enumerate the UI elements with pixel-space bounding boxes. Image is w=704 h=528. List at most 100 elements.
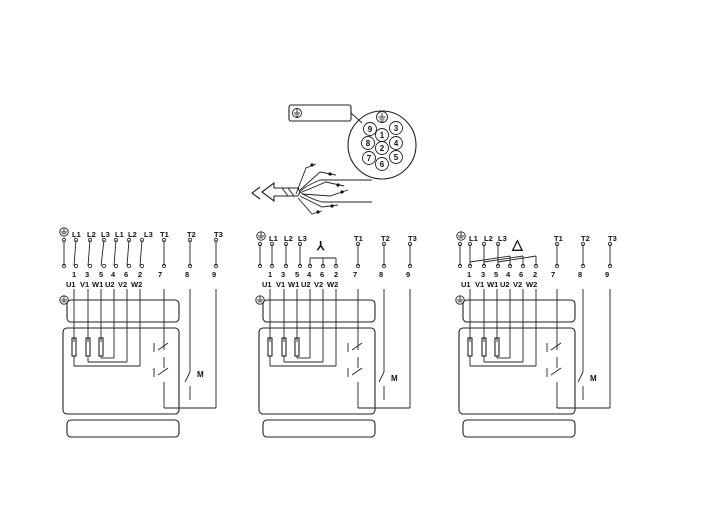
terminal-name-w2: W2	[131, 280, 142, 289]
terminal-name-u2: U2	[105, 280, 115, 289]
motor-base	[462, 419, 576, 438]
motor-label: M	[391, 374, 398, 383]
terminal-name-u2: U2	[500, 280, 510, 289]
thermal-contact	[157, 367, 169, 376]
supply-label-l3: L3	[498, 234, 507, 243]
supply-ground-icon	[256, 231, 266, 241]
terminal-number-9: 9	[605, 270, 609, 279]
thermal-contact	[157, 342, 169, 351]
terminal-name-v2: V2	[118, 280, 127, 289]
cut-direction-icon	[251, 186, 261, 200]
connector-ground-pin-icon	[376, 111, 388, 123]
motor-body	[458, 327, 576, 415]
motor-body	[258, 327, 376, 415]
diagram-c-delta: L1 L2 L3 △ T1 T2 T3 1 3 5 4 6 2 7 8 9 U1…	[455, 231, 617, 383]
supply-label-l1: L1	[269, 234, 278, 243]
supply-label-l2: L2	[284, 234, 293, 243]
connector-pin-label-7: 7	[367, 154, 372, 163]
supply-label-l2: L2	[484, 234, 493, 243]
delta-bridge	[483, 255, 524, 263]
terminal-name-v2: V2	[513, 280, 522, 289]
terminal-number-5: 5	[494, 270, 498, 279]
terminal-number-3: 3	[281, 270, 285, 279]
supply-label-l1: L1	[469, 234, 478, 243]
connector-pin-label-3: 3	[394, 124, 399, 133]
connector-pin-label-2: 2	[380, 144, 385, 153]
terminal-ground-icon	[59, 295, 69, 305]
motor-label: M	[197, 370, 204, 379]
terminal-dot	[101, 263, 107, 269]
thermal-label-t1: T1	[554, 234, 563, 243]
connector-pin-2	[375, 141, 389, 155]
terminal-name-w1: W1	[288, 280, 299, 289]
delta-bridge	[497, 255, 537, 263]
motor-base	[66, 419, 180, 438]
terminal-number-3: 3	[481, 270, 485, 279]
thermal-label-t3: T3	[608, 234, 617, 243]
terminal-name-v2: V2	[314, 280, 323, 289]
terminal-dot	[87, 263, 93, 269]
thermal-contact	[550, 367, 562, 376]
diagram-a: L1 L2 L3 L1 L2 L3 T1 T2 T3 1 3 5 4 6 2 7…	[59, 227, 223, 379]
terminal-dot	[139, 263, 145, 269]
cable-wire-ends	[295, 163, 349, 215]
terminal-number-9: 9	[406, 270, 410, 279]
thermal-label-t2: T2	[581, 234, 590, 243]
motor-base	[262, 419, 376, 438]
cable-illustration	[251, 163, 372, 215]
terminal-number-5: 5	[99, 270, 103, 279]
supply-wire	[87, 239, 91, 267]
thermal-contact	[351, 342, 363, 351]
terminal-cover	[262, 299, 376, 323]
supply-wire	[113, 239, 117, 267]
terminal-name-w2: W2	[526, 280, 537, 289]
terminal-dot	[126, 263, 132, 269]
thermal-label-t2: T2	[381, 234, 390, 243]
terminal-number-1: 1	[72, 270, 76, 279]
connector-pin-9	[363, 122, 377, 136]
tab-ground-icon	[292, 108, 302, 118]
terminal-name-v1: V1	[276, 280, 285, 289]
star-connection-symbol: ⅄	[316, 239, 325, 253]
connector-pin-8	[361, 136, 375, 150]
terminal-name-u1: U1	[461, 280, 471, 289]
terminal-number-9: 9	[212, 270, 216, 279]
thermal-label-t2: T2	[187, 230, 196, 239]
connector-pin-5	[389, 150, 403, 164]
supply-ground-icon	[456, 231, 466, 241]
terminal-ground-icon	[455, 295, 465, 305]
supply-label-l1-second: L1	[115, 230, 124, 239]
terminal-name-u2: U2	[301, 280, 311, 289]
supply-wire	[126, 239, 130, 267]
delta-bridge	[469, 255, 511, 263]
terminal-number-6: 6	[124, 270, 128, 279]
thermal-label-t1: T1	[160, 230, 169, 239]
terminal-number-8: 8	[379, 270, 383, 279]
terminal-number-8: 8	[185, 270, 189, 279]
thermal-label-t3: T3	[214, 230, 223, 239]
terminal-name-w2: W2	[327, 280, 338, 289]
terminal-dot	[73, 263, 79, 269]
connector-pin-label-9: 9	[368, 125, 373, 134]
terminal-name-w1: W1	[92, 280, 103, 289]
terminal-number-7: 7	[551, 270, 555, 279]
motor-switch	[378, 371, 385, 383]
connector-pin-6	[375, 157, 389, 171]
terminal-number-1: 1	[268, 270, 272, 279]
supply-label-l3-second: L3	[144, 230, 153, 239]
connector-pin-label-4: 4	[394, 139, 399, 148]
strip-direction-arrow-icon	[261, 181, 301, 203]
supply-label-l3: L3	[101, 230, 110, 239]
motor-switch	[577, 371, 584, 383]
terminal-number-5: 5	[295, 270, 299, 279]
terminal-number-7: 7	[158, 270, 162, 279]
terminal-number-6: 6	[320, 270, 324, 279]
supply-label-l2: L2	[87, 230, 96, 239]
terminal-number-8: 8	[578, 270, 582, 279]
connector-pin-label-1: 1	[380, 131, 385, 140]
terminal-name-w1: W1	[487, 280, 498, 289]
delta-connection-symbol: △	[511, 236, 524, 252]
connector-pin-label-6: 6	[380, 160, 385, 169]
terminal-cover	[66, 299, 180, 323]
